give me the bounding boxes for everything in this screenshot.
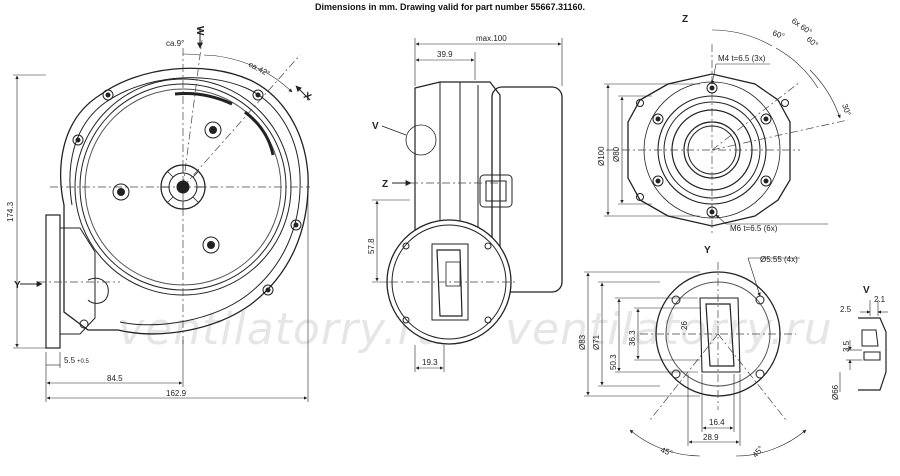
angle-top-label: ca.9° — [166, 39, 184, 48]
dia-inner: Ø80 — [612, 146, 621, 162]
dim-50: 50.3 — [609, 354, 618, 370]
hole-m4: M4 t=6.5 (3x) — [718, 54, 766, 63]
screw — [112, 183, 130, 201]
dim-max: max.100 — [476, 34, 507, 43]
label-v: V — [372, 121, 379, 132]
dim-16: 16.4 — [709, 418, 725, 427]
dim-2-5: 2.5 — [840, 305, 852, 314]
motor-body — [491, 86, 563, 293]
angle-z-1: 60° — [771, 28, 785, 41]
watermark-left: ventilatorry.ru — [118, 304, 446, 355]
view-z — [604, 29, 849, 236]
angle-y-left: 45° — [659, 445, 673, 458]
dim-axis: 57.8 — [367, 238, 376, 254]
flange-plate — [627, 73, 791, 227]
dim-hub: 39.9 — [437, 50, 453, 59]
watermark-right: ventilatorry.ru — [505, 304, 833, 355]
angle-z-3: 6x 60° — [790, 16, 814, 36]
dim-3-5: 3.5 — [842, 340, 851, 352]
dia-outer: Ø100 — [597, 146, 606, 166]
screw — [204, 121, 222, 139]
drawing-title: Dimensions in mm. Drawing valid for part… — [314, 2, 586, 12]
dia-83: Ø83 — [578, 334, 587, 350]
angle-z-4: 30° — [840, 103, 853, 117]
dim-height: 174.3 — [6, 201, 15, 222]
dia-66: Ø66 — [831, 384, 840, 400]
angle-z-2: 60° — [805, 35, 820, 50]
side-view — [372, 38, 563, 372]
dia-71: Ø71 — [592, 334, 601, 350]
inlet-flange — [45, 214, 61, 349]
label-y-front: Y — [14, 280, 21, 291]
view-y — [584, 257, 807, 457]
dim-36: 36.3 — [628, 330, 637, 346]
label-z-side: Z — [382, 179, 388, 190]
detail-v-circle — [405, 124, 437, 156]
volute-housing — [59, 67, 309, 335]
dim-flange: 5.5 — [64, 356, 76, 365]
dim-28: 28.9 — [703, 433, 719, 442]
dim-26: 26 — [680, 321, 689, 330]
label-v-detail: V — [863, 285, 870, 296]
screw — [202, 236, 220, 254]
hole-y: Ø5.55 (4x) — [760, 255, 798, 264]
front-view — [13, 28, 311, 402]
dim-centre: 84.5 — [107, 374, 123, 383]
dim-bottom: 19.3 — [422, 358, 438, 367]
dim-flange-tol: +0.5 — [77, 359, 90, 365]
dim-2-1: 2.1 — [874, 295, 886, 304]
hole-m6: M6 t=6.5 (6x) — [730, 224, 778, 233]
angle-y-right: 45° — [751, 444, 766, 459]
label-w: W — [194, 26, 205, 36]
label-y-view: Y — [704, 245, 711, 256]
angle-outlet-label: ca.42° — [247, 60, 271, 79]
dim-total: 162.9 — [166, 389, 187, 398]
label-z-view: Z — [682, 14, 688, 25]
detail-v — [839, 300, 888, 392]
